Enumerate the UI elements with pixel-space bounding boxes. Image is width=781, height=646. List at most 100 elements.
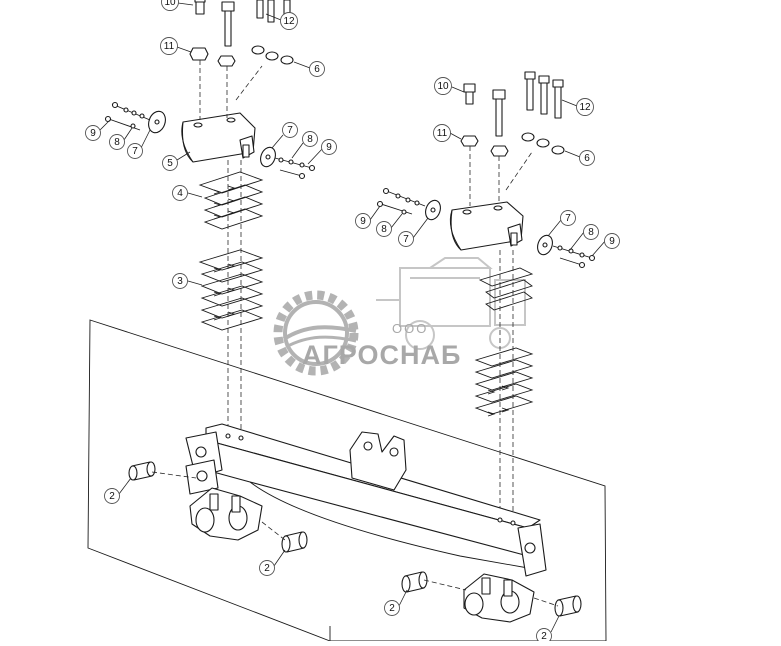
callout-c-7-left-a: 7 (127, 143, 143, 159)
watermark-company-prefix: ООО (392, 321, 428, 336)
callout-circle (355, 213, 371, 229)
callout-c-5-left: 5 (162, 155, 178, 171)
callout-label: 2 (389, 603, 395, 614)
watermark-gear-icon (273, 290, 359, 376)
callout-label: 8 (114, 137, 120, 148)
callout-c-12-right: 12 (576, 98, 594, 116)
callout-c-9-left-b: 9 (321, 139, 337, 155)
screws-9-8-left-a (104, 101, 151, 131)
nut-11-left (189, 47, 209, 61)
callout-circle (282, 122, 298, 138)
callout-circle (376, 221, 392, 237)
callout-circle (161, 0, 179, 11)
assembly-lines-left (199, 60, 263, 432)
callout-label: 12 (283, 16, 295, 27)
end-plate-7-right-b (537, 234, 553, 256)
callout-label: 7 (132, 146, 138, 157)
callout-c-2-c: 2 (384, 600, 400, 616)
callout-circle (104, 488, 120, 504)
callout-circle (127, 143, 143, 159)
callout-circle (172, 273, 188, 289)
leader-lines (98, 2, 607, 633)
bolt-10-left (194, 0, 206, 15)
callout-circle (384, 600, 400, 616)
callout-label: 3 (177, 276, 183, 287)
callout-circle (583, 224, 599, 240)
callout-label: 9 (90, 128, 96, 139)
callout-c-3-left: 3 (172, 273, 188, 289)
callout-circle (259, 560, 275, 576)
callout-label: 12 (579, 102, 591, 113)
bushing-2-c (401, 571, 428, 593)
watermark: ООО АГРОСНАБ (273, 257, 526, 376)
end-plate-7-left-a (148, 110, 166, 134)
callout-label: 4 (177, 188, 183, 199)
screws-9-8-right-a (376, 187, 426, 215)
bolt-left-2 (221, 1, 235, 47)
callout-c-11-left: 11 (160, 37, 178, 55)
callout-circle (280, 12, 298, 30)
nut-right-2 (490, 145, 509, 157)
callout-circle (160, 37, 178, 55)
callout-label: 9 (326, 142, 332, 153)
callout-label: 8 (307, 134, 313, 145)
bushing-dash-lines (151, 471, 559, 607)
callout-label: 10 (164, 0, 176, 8)
callout-c-9-right-b: 9 (604, 233, 620, 249)
callout-label: 5 (167, 158, 173, 169)
callout-circle (560, 210, 576, 226)
bolt-12-left-group (256, 0, 291, 25)
callout-c-9-left-a: 9 (85, 125, 101, 141)
shim-stack-right-upper (478, 267, 534, 311)
callout-circle (309, 61, 325, 77)
callout-c-9-right-a: 9 (355, 213, 371, 229)
callout-circle (162, 155, 178, 171)
callout-c-8-right-b: 8 (583, 224, 599, 240)
callout-c-7-left-b: 7 (282, 122, 298, 138)
callout-circle (433, 124, 451, 142)
bushing-2-d (554, 595, 582, 617)
bearing-housing-5-right (449, 201, 524, 251)
callout-c-8-left-a: 8 (109, 134, 125, 150)
callout-label: 2 (541, 631, 547, 641)
callout-circle (434, 77, 452, 95)
screws-9-8-right-b (552, 245, 596, 269)
shim-stack-3-left (198, 249, 264, 331)
knuckle-left (189, 487, 263, 541)
callout-label: 9 (609, 236, 615, 247)
assembly-lines-right (469, 146, 533, 520)
knuckle-right (463, 573, 535, 623)
callout-label: 8 (381, 224, 387, 235)
callout-c-6-left: 6 (309, 61, 325, 77)
callout-circle (576, 98, 594, 116)
bolt-right-2 (492, 89, 506, 137)
shim-stack-4-left (198, 171, 264, 230)
screws-9-8-left-b (274, 157, 316, 180)
callout-c-7-right-b: 7 (560, 210, 576, 226)
bearing-housing-5-left (181, 112, 256, 163)
callout-label: 2 (264, 563, 270, 574)
callout-circle (109, 134, 125, 150)
bushing-2-b (281, 531, 308, 553)
shim-stack-right-lower (474, 347, 534, 417)
callout-c-7-right-a: 7 (398, 231, 414, 247)
callout-circle (398, 231, 414, 247)
callout-circle (172, 185, 188, 201)
bushing-2-a (128, 461, 156, 481)
callout-label: 6 (314, 64, 320, 75)
callout-circle (302, 131, 318, 147)
callout-label: 7 (565, 213, 571, 224)
callout-c-10-left: 10 (161, 0, 179, 11)
callout-circle (579, 150, 595, 166)
callout-label: 11 (164, 41, 175, 52)
callout-circle (85, 125, 101, 141)
callout-label: 7 (287, 125, 293, 136)
callout-circle (604, 233, 620, 249)
callout-c-2-d: 2 (536, 628, 552, 644)
nut-left-2 (217, 55, 236, 67)
callout-label: 9 (360, 216, 366, 227)
watermark-company-name: АГРОСНАБ (302, 340, 461, 370)
